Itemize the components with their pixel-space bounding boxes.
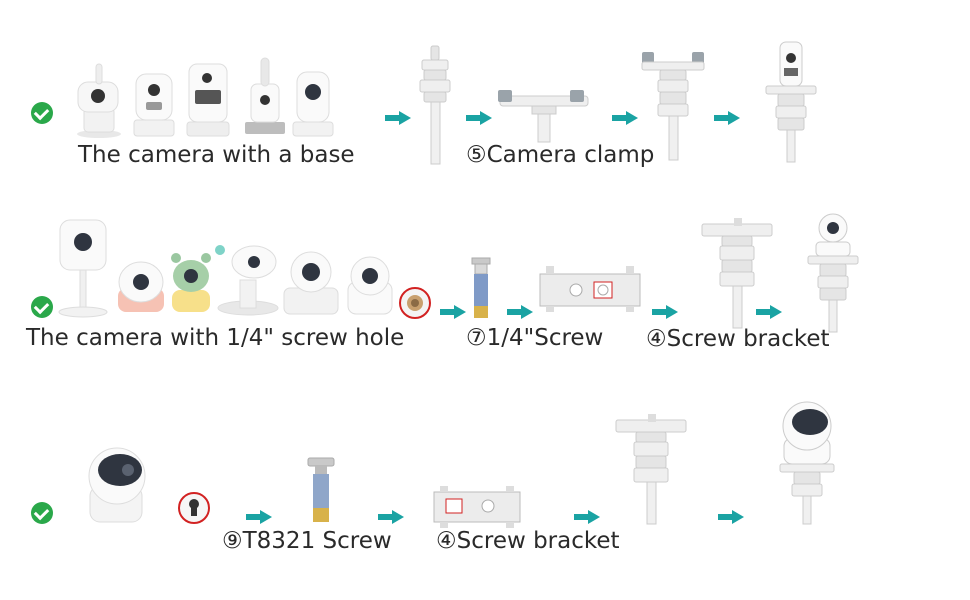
screw-hole-icon xyxy=(399,287,431,319)
clamp-assembled xyxy=(641,52,705,161)
screw-bracket-label-2: ④Screw bracket xyxy=(436,528,620,554)
arrow-icon xyxy=(385,111,411,125)
camera-base-label: The camera with a base xyxy=(78,142,355,168)
base-camera-1 xyxy=(77,63,121,138)
arrow-icon xyxy=(718,510,744,524)
screw-camera-6 xyxy=(347,256,393,315)
screw-plate xyxy=(539,266,641,312)
t8321-screw-label: ⑨T8321 Screw xyxy=(222,528,392,554)
clamp-with-camera xyxy=(765,41,817,163)
keyhole-plate xyxy=(433,486,521,528)
quarter-inch-screw xyxy=(471,257,491,318)
base-camera-3 xyxy=(186,63,230,137)
screw-bracket xyxy=(701,218,773,329)
arrow-icon xyxy=(574,510,600,524)
screw-camera-5 xyxy=(283,251,339,315)
t8321-screw xyxy=(307,457,335,522)
dome-camera xyxy=(88,447,146,523)
screw-bracket-label: ④Screw bracket xyxy=(646,326,830,352)
check-icon xyxy=(31,102,53,124)
screw-bracket-2 xyxy=(615,414,687,525)
keyhole-icon xyxy=(178,492,210,524)
base-camera-4 xyxy=(245,57,285,134)
arrow-icon xyxy=(440,305,466,319)
screw-camera-1 xyxy=(58,219,108,318)
camera-screw-hole-label: The camera with 1/4" screw hole xyxy=(26,325,405,351)
check-icon xyxy=(31,502,53,524)
arrow-icon xyxy=(756,305,782,319)
arrow-icon xyxy=(612,111,638,125)
arrow-icon xyxy=(466,111,492,125)
bracket-with-camera xyxy=(807,213,859,333)
arrow-icon xyxy=(714,111,740,125)
camera-clamp-label: ⑤Camera clamp xyxy=(466,142,655,168)
camera-clamp xyxy=(498,90,589,143)
screw-camera-4 xyxy=(215,245,279,316)
screw-camera-3 xyxy=(171,253,211,312)
base-camera-5 xyxy=(292,71,334,137)
bracket-with-dome-camera xyxy=(779,401,835,525)
arrow-icon xyxy=(378,510,404,524)
quarter-screw-label: ⑦1/4"Screw xyxy=(466,325,604,351)
check-icon xyxy=(31,296,53,318)
clamp-rod xyxy=(419,45,451,165)
arrow-icon xyxy=(652,305,678,319)
arrow-icon xyxy=(246,510,272,524)
arrow-icon xyxy=(507,305,533,319)
screw-camera-2 xyxy=(118,261,164,312)
base-camera-2 xyxy=(133,73,175,137)
